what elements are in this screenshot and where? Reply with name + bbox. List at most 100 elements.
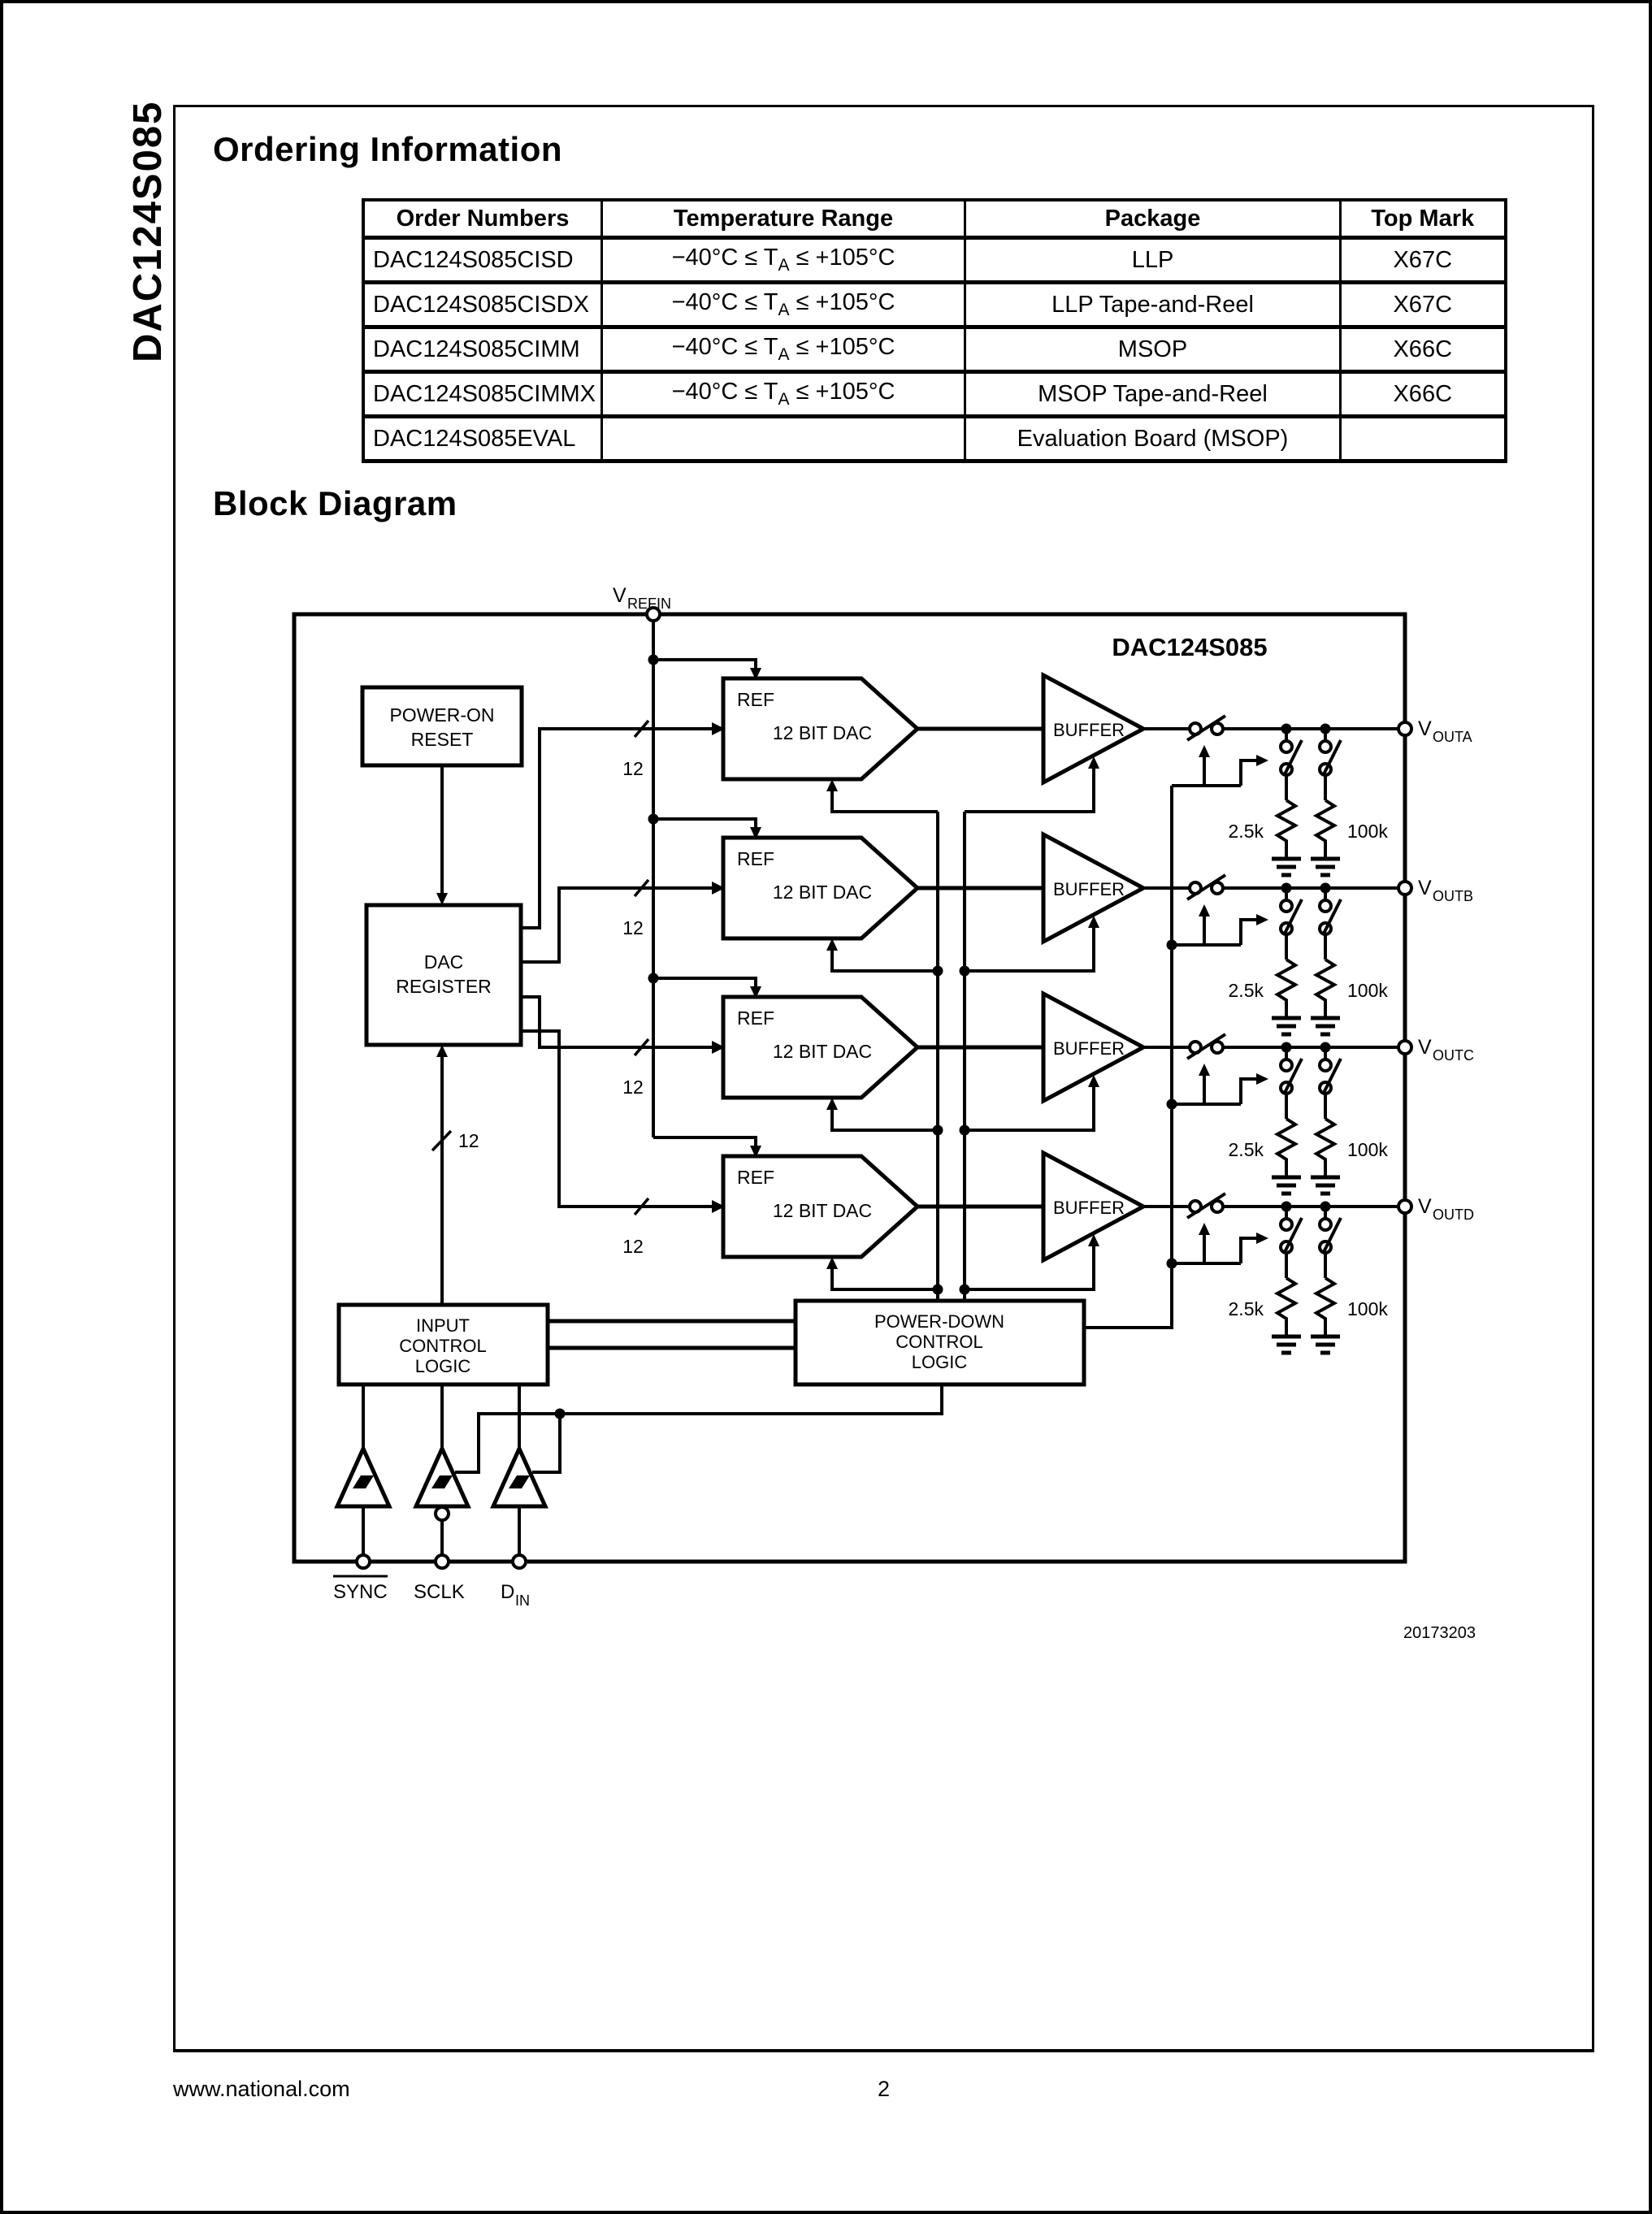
dacreg-label-line1: DAC	[424, 951, 464, 973]
footer-rule	[173, 2049, 1594, 2052]
temp-post: ≤ +105°C	[789, 379, 895, 405]
por-to-dacreg-arrow	[436, 765, 448, 905]
power-down-control-buses	[932, 786, 1177, 1329]
dac-register-output-buses	[521, 727, 572, 1208]
col-header-package: Package	[964, 198, 1342, 240]
content-left-border	[173, 105, 176, 2052]
icl-label-line2: CONTROL	[399, 1336, 487, 1356]
temperature-cell: −40°C ≤ TA ≤ +105°C	[601, 370, 966, 418]
footer-page-number: 2	[878, 2077, 891, 2101]
figure-number: 20173203	[1403, 1624, 1476, 1642]
package-cell: LLP	[964, 236, 1342, 284]
hysteresis-icon	[431, 1475, 453, 1488]
por-label-line2: RESET	[411, 729, 474, 750]
din-input-buffer	[490, 1384, 548, 1570]
por-label-line1: POWER-ON	[389, 704, 494, 726]
sclk-pin-label: SCLK	[414, 1581, 465, 1603]
icl-pdcl-connectors	[548, 1319, 796, 1350]
channel-c-cluster	[572, 978, 1400, 1194]
temp-sub: A	[778, 389, 790, 409]
top-mark-cell: X66C	[1339, 326, 1507, 374]
power-down-control-logic-block	[793, 1298, 1086, 1387]
temp-sub: A	[778, 300, 790, 319]
table-header-row: Order Numbers Temperature Range Package …	[362, 198, 1507, 240]
hysteresis-icon	[509, 1475, 530, 1488]
sclk-input-buffer	[413, 1384, 471, 1570]
temp-pre: −40°C ≤ T	[671, 334, 778, 361]
package-cell: MSOP Tape-and-Reel	[964, 370, 1342, 418]
table-row: DAC124S085CISD −40°C ≤ TA ≤ +105°C LLP X…	[362, 236, 1507, 284]
power-on-reset-block	[360, 685, 524, 768]
vrefin-rail	[645, 606, 661, 1137]
temp-sub: A	[778, 344, 790, 364]
vrefin-label-sub: REFIN	[627, 596, 671, 612]
package-cell: LLP Tape-and-Reel	[964, 281, 1342, 329]
temp-pre: −40°C ≤ T	[671, 245, 778, 271]
icl-to-dacreg-arrow	[431, 1045, 453, 1305]
vout-terminals	[1397, 721, 1413, 1215]
icl-label-line1: INPUT	[416, 1315, 470, 1336]
order-number-cell: DAC124S085CIMM	[362, 326, 603, 374]
vouta-label-sub: OUTA	[1433, 729, 1472, 745]
col-header-order-numbers: Order Numbers	[362, 198, 603, 240]
package-cell: MSOP	[964, 326, 1342, 374]
table-row: DAC124S085CIMM −40°C ≤ TA ≤ +105°C MSOP …	[362, 326, 1507, 374]
voutd-label: V	[1418, 1195, 1432, 1218]
top-mark-cell: X67C	[1339, 236, 1507, 284]
ordering-table: Order Numbers Temperature Range Package …	[362, 198, 1507, 463]
channel-b-cluster	[572, 819, 1400, 1034]
col-header-top-mark: Top Mark	[1339, 198, 1507, 240]
dac-register-block	[364, 903, 523, 1047]
content-right-border	[1592, 105, 1594, 2052]
content-top-border	[173, 105, 1594, 107]
sync-input-buffer	[334, 1384, 392, 1570]
order-number-cell: DAC124S085CISD	[362, 236, 603, 284]
package-cell: Evaluation Board (MSOP)	[964, 415, 1342, 463]
dacreg-label-line2: REGISTER	[396, 976, 492, 997]
temp-pre: −40°C ≤ T	[671, 289, 778, 316]
ordering-information-heading: Ordering Information	[213, 130, 562, 168]
temp-sub: A	[778, 255, 790, 275]
order-number-cell: DAC124S085CISDX	[362, 281, 603, 329]
block-diagram: 12 REF 12 BIT DAC BUFFER	[292, 584, 1476, 1642]
table-row: DAC124S085CIMMX −40°C ≤ TA ≤ +105°C MSOP…	[362, 370, 1507, 418]
bus-width-label: 12	[458, 1130, 479, 1151]
din-pin-label-sub: IN	[515, 1592, 530, 1609]
voutb-label-sub: OUTB	[1433, 888, 1473, 904]
top-mark-cell	[1339, 415, 1507, 463]
hysteresis-icon	[353, 1475, 374, 1488]
order-number-cell: DAC124S085EVAL	[362, 415, 603, 463]
table-row: DAC124S085EVAL Evaluation Board (MSOP)	[362, 415, 1507, 463]
chip-title: DAC124S085	[1112, 633, 1267, 661]
channel-a-cluster	[572, 660, 1400, 875]
vouta-label: V	[1418, 717, 1432, 740]
order-number-cell: DAC124S085CIMMX	[362, 370, 603, 418]
block-diagram-heading: Block Diagram	[213, 484, 457, 522]
vrefin-label: V	[613, 584, 627, 607]
icl-label-line3: LOGIC	[415, 1356, 471, 1376]
temp-post: ≤ +105°C	[789, 334, 895, 361]
temperature-cell: −40°C ≤ TA ≤ +105°C	[601, 281, 966, 329]
temp-post: ≤ +105°C	[789, 245, 895, 271]
pdcl-label-line1: POWER-DOWN	[874, 1311, 1004, 1332]
temperature-cell	[601, 415, 966, 463]
temp-post: ≤ +105°C	[789, 289, 895, 316]
din-pin-label: D	[501, 1581, 514, 1603]
top-mark-cell: X67C	[1339, 281, 1507, 329]
top-mark-cell: X66C	[1339, 370, 1507, 418]
voutc-label: V	[1418, 1036, 1432, 1059]
voutb-label: V	[1418, 877, 1432, 899]
input-control-logic-block	[336, 1302, 550, 1387]
chip-outline	[292, 612, 1407, 1564]
footer-website: www.national.com	[173, 2077, 350, 2101]
temp-pre: −40°C ≤ T	[671, 379, 778, 405]
temperature-cell: −40°C ≤ TA ≤ +105°C	[601, 326, 966, 374]
col-header-temperature-range: Temperature Range	[601, 198, 966, 240]
pdcl-bottom-routing	[455, 1384, 943, 1474]
pdcl-label-line2: CONTROL	[895, 1332, 983, 1352]
voutc-label-sub: OUTC	[1433, 1047, 1474, 1064]
table-row: DAC124S085CISDX −40°C ≤ TA ≤ +105°C LLP …	[362, 281, 1507, 329]
pdcl-label-line3: LOGIC	[912, 1352, 968, 1372]
temperature-cell: −40°C ≤ TA ≤ +105°C	[601, 236, 966, 284]
